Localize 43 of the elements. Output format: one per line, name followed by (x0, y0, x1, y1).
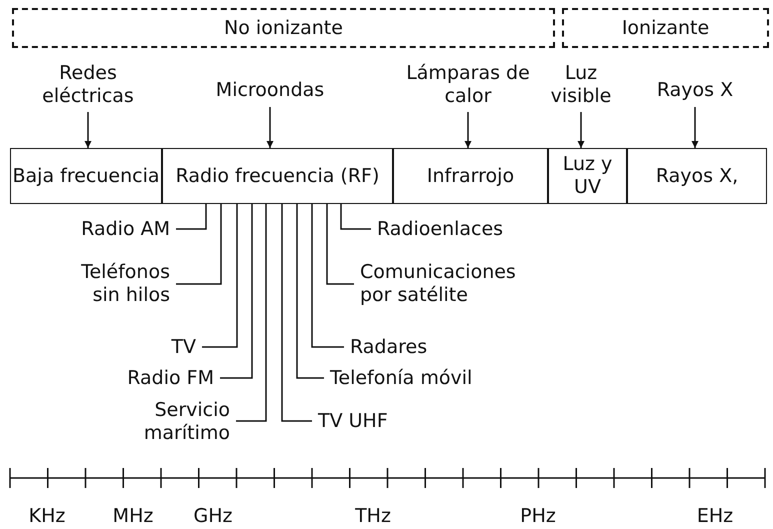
application-label: Comunicaciones por satélite (360, 260, 550, 308)
scale-label: MHz (112, 505, 154, 528)
application-label: TV (160, 335, 196, 359)
scale-label: THz (354, 505, 392, 528)
source-label: Redes eléctricas (32, 60, 144, 110)
spectrum-band: Baja frecuencia (10, 148, 162, 204)
leader-line (281, 204, 312, 422)
leader-line (202, 204, 238, 348)
arrow (464, 112, 472, 148)
application-label: TV UHF (318, 409, 398, 433)
leader-line (326, 204, 354, 285)
spectrum-band: Radio frecuencia (RF) (162, 148, 393, 204)
source-label: Microondas (200, 75, 340, 105)
source-label: Rayos X (640, 75, 750, 105)
leader-line (176, 204, 222, 285)
spectrum-band: Luz y UV (548, 148, 627, 204)
spectrum-band: Rayos X, (627, 148, 767, 204)
application-label: Radio AM (60, 217, 170, 241)
application-label: Radares (350, 335, 440, 359)
category-box: Ionizante (562, 8, 769, 48)
scale-label: GHz (192, 505, 234, 528)
application-label: Radioenlaces (377, 217, 517, 241)
source-label: Lámparas de calor (393, 60, 543, 110)
leader-line (296, 204, 324, 379)
arrow (84, 112, 92, 148)
leader-line (236, 204, 267, 422)
scale-label: KHz (28, 505, 66, 528)
arrow (266, 107, 274, 148)
leader-line (220, 204, 253, 379)
application-label: Teléfonos sin hilos (70, 260, 170, 308)
scale-label: EHz (696, 505, 734, 528)
application-label: Servicio marítimo (128, 398, 230, 446)
application-label: Telefonía móvil (330, 366, 490, 390)
leader-line (176, 204, 207, 230)
scale-label: PHz (519, 505, 557, 528)
spectrum-band: Infrarrojo (393, 148, 548, 204)
source-label: Luz visible (550, 60, 612, 110)
arrow (692, 107, 698, 148)
leader-line (340, 204, 371, 230)
arrow (578, 112, 584, 148)
category-box: No ionizante (12, 8, 555, 48)
leader-line (311, 204, 344, 348)
application-label: Radio FM (110, 366, 214, 390)
